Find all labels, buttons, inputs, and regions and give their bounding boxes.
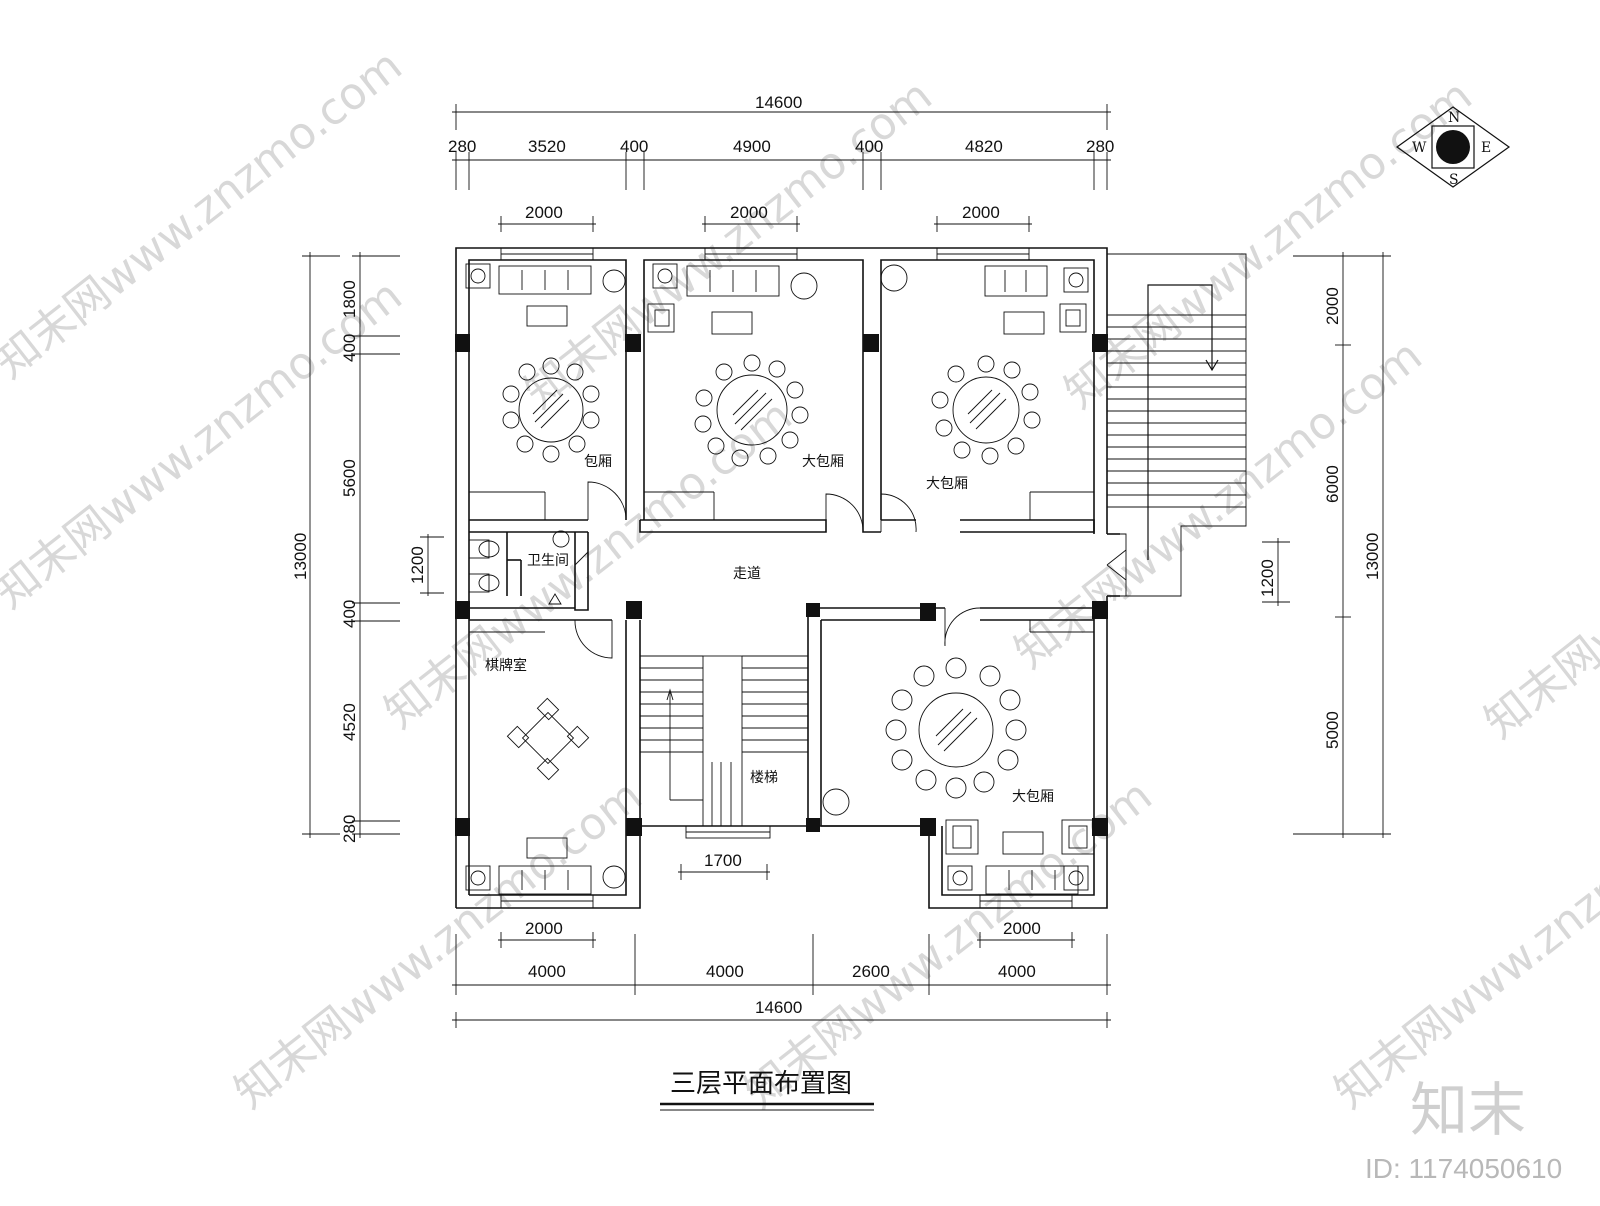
watermark-text: 知末网www.znzmo.com — [225, 770, 651, 1119]
right-door-dim: 1200 — [1258, 559, 1277, 597]
left-total-dim: 13000 — [291, 533, 310, 580]
furniture-large-room-1 — [644, 263, 818, 520]
label-stairs: 楼梯 — [750, 770, 778, 786]
label-corridor: 走道 — [733, 566, 761, 582]
bottom-window-dim: 2000 — [525, 919, 563, 938]
interior-stair — [640, 655, 808, 827]
room-labels: 包厢 大包厢 大包厢 卫生间 走道 棋牌室 楼梯 大包厢 — [485, 454, 1054, 805]
label-large-room-1: 大包厢 — [802, 454, 844, 470]
bottom-total-dim: 14600 — [755, 998, 802, 1017]
top-dimensions: 14600 280 3520 400 4900 400 4820 280 200… — [448, 93, 1114, 232]
doors — [574, 481, 1127, 659]
right-dimensions: 13000 2000 6000 5000 1200 — [1258, 252, 1391, 838]
furniture-large-room-2 — [880, 264, 1094, 520]
bottom-dimensions: 2000 1700 2000 4000 4000 2600 4000 14600 — [452, 851, 1111, 1028]
left-seg-dim: 400 — [340, 600, 359, 628]
left-seg-dim: 1800 — [340, 280, 359, 318]
bottom-window-dim: 2000 — [1003, 919, 1041, 938]
compass-west: W — [1412, 140, 1427, 156]
exterior-stair — [1107, 253, 1247, 597]
top-seg-dim: 280 — [1086, 137, 1114, 156]
top-seg-dim: 400 — [855, 137, 883, 156]
top-seg-dim: 4820 — [965, 137, 1003, 156]
bottom-seg-dim: 4000 — [706, 962, 744, 981]
right-total-dim: 13000 — [1363, 533, 1382, 580]
plan-title: 三层平面布置图 — [670, 1069, 852, 1099]
watermark-text: 知末网www.znzmo.com — [515, 70, 941, 419]
label-large-room-2: 大包厢 — [926, 476, 968, 492]
left-seg-dim: 5600 — [340, 459, 359, 497]
label-mahjong-room: 棋牌室 — [485, 657, 527, 674]
bottom-window-dim: 1700 — [704, 851, 742, 870]
label-large-room-3: 大包厢 — [1012, 789, 1054, 805]
furniture-private-room — [465, 263, 626, 520]
top-window-dim: 2000 — [525, 203, 563, 222]
compass-east: E — [1481, 140, 1491, 156]
bottom-seg-dim: 4000 — [998, 962, 1036, 981]
watermark-brand: 知末 — [1410, 1076, 1526, 1144]
watermark-id: ID: 1174050610 — [1365, 1153, 1562, 1184]
right-seg-dim: 5000 — [1323, 711, 1342, 749]
left-seg-dim: 280 — [340, 815, 359, 843]
top-seg-dim: 280 — [448, 137, 476, 156]
bottom-seg-dim: 4000 — [528, 962, 566, 981]
bottom-seg-dim: 2600 — [852, 962, 890, 981]
left-door-dim: 1200 — [408, 546, 427, 584]
left-seg-dim: 4520 — [340, 703, 359, 741]
restroom-fixtures — [468, 530, 570, 605]
top-seg-dim: 3520 — [528, 137, 566, 156]
watermark-text: 知末网www.znzmo.com — [1475, 400, 1600, 749]
furniture-large-room-3 — [822, 620, 1095, 895]
top-total-dim: 14600 — [755, 93, 802, 112]
left-dimensions: 13000 1800 400 5600 400 4520 280 1200 — [291, 252, 444, 843]
compass-rose: N S E W — [1395, 106, 1511, 188]
furniture-mahjong-room — [465, 631, 626, 895]
top-seg-dim: 4900 — [733, 137, 771, 156]
right-seg-dim: 6000 — [1323, 465, 1342, 503]
interior-walls — [469, 519, 1095, 827]
label-private-room: 包厢 — [584, 454, 612, 470]
windows — [500, 247, 1073, 909]
compass-north: N — [1448, 110, 1460, 126]
watermark-text: 知末网www.znzmo.com — [1325, 770, 1600, 1119]
top-window-dim: 2000 — [730, 203, 768, 222]
top-window-dim: 2000 — [962, 203, 1000, 222]
compass-south: S — [1449, 172, 1459, 188]
left-seg-dim: 400 — [340, 334, 359, 362]
right-seg-dim: 2000 — [1323, 287, 1342, 325]
drawing-title: 三层平面布置图 — [660, 1069, 874, 1111]
label-restroom: 卫生间 — [527, 553, 569, 569]
columns — [455, 334, 1108, 836]
top-seg-dim: 400 — [620, 137, 648, 156]
